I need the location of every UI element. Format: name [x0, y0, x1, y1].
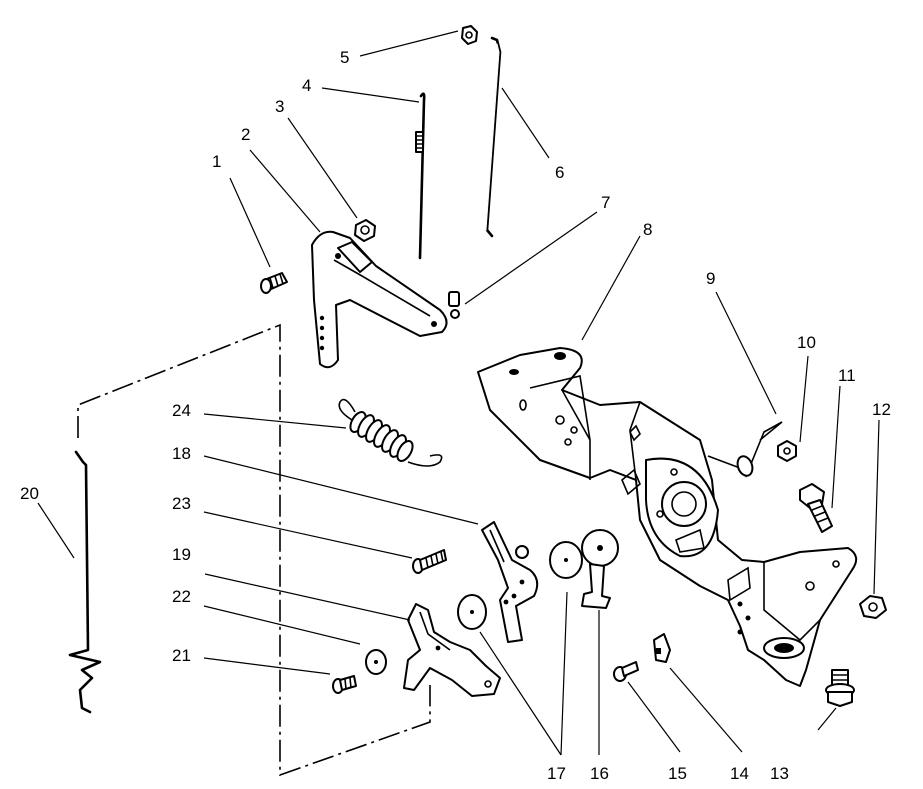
callout-14: 14	[730, 764, 749, 783]
callout-17: 17	[547, 764, 566, 783]
part-12-nut	[859, 595, 887, 619]
part-21-screw	[332, 675, 357, 694]
callout-15: 15	[668, 764, 687, 783]
callout-8: 8	[643, 220, 652, 239]
callout-23: 23	[172, 494, 191, 513]
part-2-lever	[311, 230, 448, 369]
part-7-connector	[448, 291, 460, 319]
part-14-clip	[653, 633, 671, 663]
callout-3: 3	[275, 97, 284, 116]
callout-2: 2	[241, 125, 250, 144]
part-6-rod	[485, 36, 502, 238]
part-15-screw	[613, 661, 639, 682]
part-16-cam	[581, 529, 619, 609]
part-22-washer	[365, 649, 387, 675]
part-17-washers	[457, 541, 583, 630]
part-3-nut	[354, 219, 376, 242]
part-4-spring-link	[415, 92, 426, 260]
part-13-flange-bolt	[825, 669, 855, 707]
callout-5: 5	[340, 48, 349, 67]
callout-16: 16	[590, 764, 609, 783]
part-20-rod	[68, 450, 102, 714]
callout-6: 6	[555, 163, 564, 182]
callout-22: 22	[172, 587, 191, 606]
callout-18: 18	[172, 444, 191, 463]
part-9-clip	[707, 421, 783, 478]
callout-labels: 1 2 3 4 5 6 7 8 9 10 11 12 13 14 15 16 1…	[20, 48, 891, 783]
part-18-lever	[481, 521, 539, 643]
callout-1: 1	[212, 152, 221, 171]
part-19-bracket	[403, 603, 501, 697]
part-11-bolt	[799, 483, 833, 533]
callout-13: 13	[770, 764, 789, 783]
callout-9: 9	[706, 269, 715, 288]
callout-21: 21	[172, 646, 191, 665]
part-5-nut	[461, 25, 478, 45]
part-10-nut	[777, 440, 797, 462]
part-23-screw	[412, 549, 447, 574]
part-8-bracket	[477, 347, 858, 687]
callout-20: 20	[20, 484, 39, 503]
callout-12: 12	[872, 400, 891, 419]
callout-10: 10	[797, 333, 816, 352]
part-1-screw	[260, 272, 288, 294]
callout-4: 4	[302, 76, 311, 95]
part-24-spring	[338, 398, 443, 467]
callout-19: 19	[172, 545, 191, 564]
assembly-boundary-lines	[77, 323, 431, 777]
callout-24: 24	[172, 401, 191, 420]
callout-7: 7	[601, 193, 610, 212]
leader-lines	[37, 30, 880, 756]
callout-11: 11	[838, 366, 856, 385]
